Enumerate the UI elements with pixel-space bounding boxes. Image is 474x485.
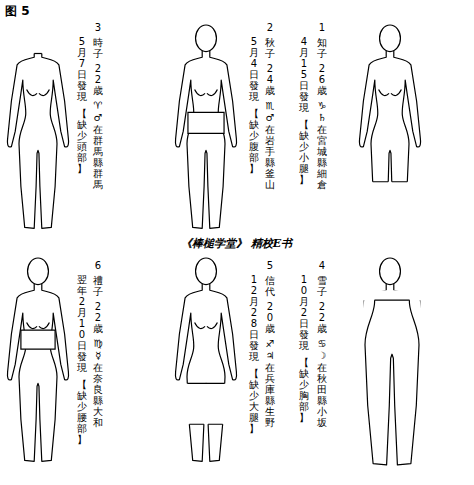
figure-number: 1 bbox=[317, 22, 327, 33]
figure-number: 4 bbox=[317, 260, 327, 271]
age: 22歳 bbox=[317, 301, 327, 334]
location: 在奈良縣大和 bbox=[93, 362, 103, 428]
zodiac-sign: ♍ bbox=[93, 338, 103, 349]
found-date: 5月7日發現 bbox=[77, 36, 87, 102]
watermark: 《棒槌学堂》 精校E书 bbox=[181, 236, 292, 251]
age: 26歳 bbox=[317, 63, 327, 96]
planet-sign: ☿ bbox=[93, 350, 103, 361]
found-date: 10月2日發現 bbox=[299, 274, 309, 351]
figure-number: 5 bbox=[265, 260, 275, 271]
victim-name: 禮子 bbox=[93, 275, 103, 297]
location: 在群馬縣群馬 bbox=[93, 124, 103, 190]
zodiac-sign: ♈ bbox=[93, 100, 103, 111]
planet-sign: ☽ bbox=[317, 350, 327, 361]
victim-name: 秋子 bbox=[265, 37, 275, 59]
zodiac-sign: ♏ bbox=[265, 100, 275, 111]
location: 在岩手縣釜山 bbox=[265, 124, 275, 190]
zodiac-sign: ♋ bbox=[317, 338, 327, 349]
age: 22歳 bbox=[93, 301, 103, 334]
found-date: 4月15日發現 bbox=[299, 36, 309, 113]
missing-part: 【缺少小腿】 bbox=[299, 119, 309, 185]
planet-sign: ♄ bbox=[317, 112, 327, 123]
zodiac-sign: ♐ bbox=[265, 338, 275, 349]
found-date: 翌年2月10日發現 bbox=[77, 274, 87, 373]
missing-part: 【缺少腰部】 bbox=[77, 379, 87, 445]
victim-name: 時子 bbox=[93, 37, 103, 59]
planet-sign: ♂ bbox=[265, 112, 275, 123]
figure-number: 2 bbox=[265, 22, 275, 33]
age: 24歳 bbox=[265, 63, 275, 96]
location: 在宮城縣細倉 bbox=[317, 124, 327, 190]
planet-sign: ♃ bbox=[265, 350, 275, 361]
location: 在兵庫縣生野 bbox=[265, 362, 275, 428]
planet-sign: ♂ bbox=[93, 112, 103, 123]
victim-name: 信代 bbox=[265, 275, 275, 297]
age: 20歳 bbox=[265, 301, 275, 334]
missing-part: 【缺少胸部】 bbox=[299, 357, 309, 423]
missing-part: 【缺少頭部】 bbox=[77, 108, 87, 174]
found-date: 5月4日發現 bbox=[249, 36, 259, 102]
age: 22歳 bbox=[93, 63, 103, 96]
figure-title: 图 5 bbox=[5, 3, 30, 20]
victim-name: 雪子 bbox=[317, 275, 327, 297]
missing-part: 【缺少腹部】 bbox=[249, 108, 259, 174]
missing-part: 【缺少大腿】 bbox=[249, 368, 259, 434]
zodiac-sign: ♑ bbox=[317, 100, 327, 111]
found-date: 12月28日發現 bbox=[249, 274, 259, 362]
figure-number: 3 bbox=[93, 22, 103, 33]
victim-name: 知子 bbox=[317, 37, 327, 59]
figure-number: 6 bbox=[93, 260, 103, 271]
location: 在秋田縣小坂 bbox=[317, 362, 327, 428]
